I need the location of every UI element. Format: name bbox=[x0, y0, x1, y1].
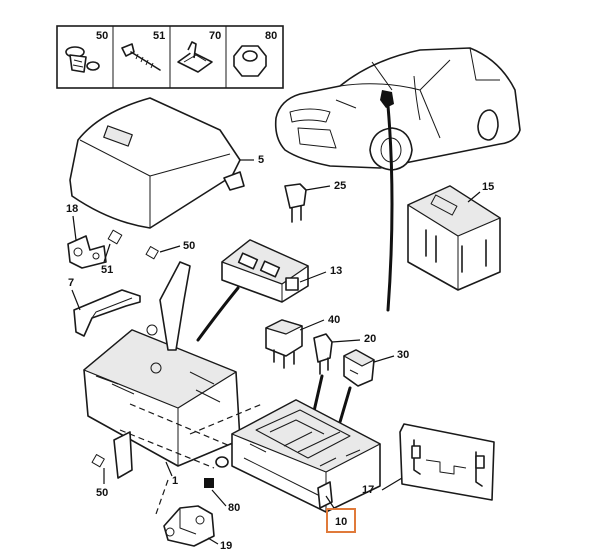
car-illustration bbox=[274, 47, 521, 171]
callout-40: 40 bbox=[328, 314, 340, 326]
fuse-30 bbox=[343, 349, 375, 387]
callout-7: 7 bbox=[68, 277, 74, 289]
fuse-box-10 bbox=[215, 399, 381, 513]
callout-80: 80 bbox=[228, 502, 240, 514]
cover-5 bbox=[69, 97, 245, 229]
hardware-ref-50: 50 bbox=[96, 30, 108, 42]
fuse-30-lead bbox=[338, 386, 352, 424]
relay-box-13 bbox=[221, 239, 309, 303]
callout-18: 18 bbox=[66, 203, 78, 215]
fuse-20 bbox=[313, 333, 333, 375]
plate-17 bbox=[399, 423, 495, 501]
bracket-18 bbox=[67, 229, 123, 269]
relay-40 bbox=[265, 319, 303, 369]
callout-5: 5 bbox=[258, 154, 264, 166]
module-15 bbox=[407, 185, 501, 291]
relay-box-lead bbox=[196, 286, 240, 342]
callout-1: 1 bbox=[172, 475, 178, 487]
callout-10: 10 bbox=[335, 516, 347, 528]
tray-1 bbox=[83, 261, 241, 479]
callout-51: 51 bbox=[101, 264, 113, 276]
callout-15: 15 bbox=[482, 181, 494, 193]
highlight-box-10 bbox=[326, 508, 356, 533]
clip-nut-icon bbox=[177, 41, 213, 73]
callout-50-bottom: 50 bbox=[96, 487, 108, 499]
push-rivet-icon bbox=[65, 46, 100, 73]
hardware-ref-70: 70 bbox=[209, 30, 221, 42]
hardware-ref-51: 51 bbox=[153, 30, 165, 42]
bracket-7 bbox=[73, 289, 141, 337]
marker-square-50-bottom bbox=[91, 454, 105, 468]
callout-50-top: 50 bbox=[183, 240, 195, 252]
hardware-strip: 50 51 70 80 bbox=[56, 25, 284, 89]
bracket-19 bbox=[163, 505, 215, 547]
marker-square-50 bbox=[145, 246, 159, 260]
fuse-25 bbox=[284, 183, 307, 223]
callout-25: 25 bbox=[334, 180, 346, 192]
callout-13: 13 bbox=[330, 265, 342, 277]
hex-nut-icon bbox=[233, 45, 267, 77]
car-location-lead bbox=[386, 104, 394, 312]
callout-20: 20 bbox=[364, 333, 376, 345]
screw-icon bbox=[121, 43, 161, 71]
hardware-ref-80: 80 bbox=[265, 30, 277, 42]
callout-17: 17 bbox=[362, 484, 374, 496]
callout-19: 19 bbox=[220, 540, 232, 552]
bracket-dash bbox=[155, 479, 169, 515]
callout-30: 30 bbox=[397, 349, 409, 361]
nut-marker-80 bbox=[204, 478, 214, 488]
